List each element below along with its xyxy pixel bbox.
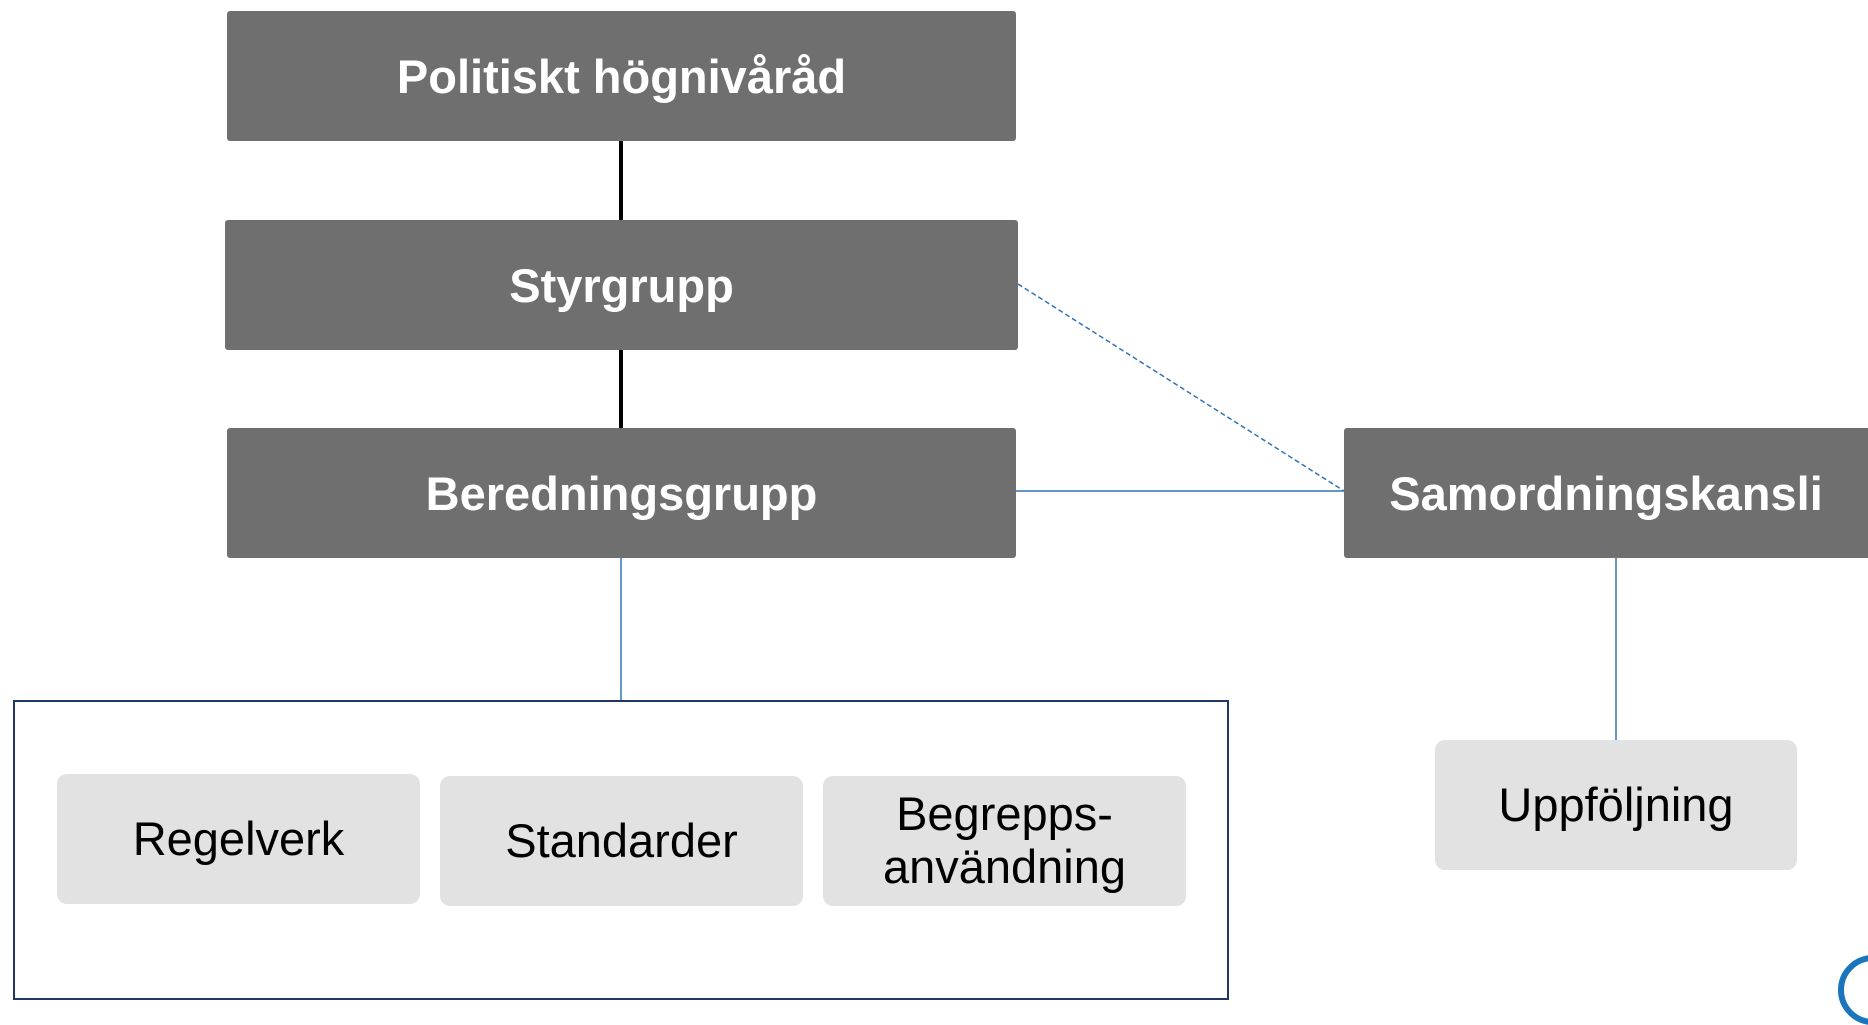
node-label: Regelverk [132, 811, 345, 865]
node-label: Styrgrupp [509, 258, 734, 312]
node-politiskt-hognivarad[interactable]: Politiskt högnivåråd [227, 11, 1016, 141]
connector-lines [619, 141, 1617, 740]
node-styrgrupp[interactable]: Styrgrupp [225, 220, 1018, 350]
node-label: Begrepps- användning [882, 787, 1127, 893]
node-standarder[interactable]: Standarder [440, 776, 803, 906]
node-begreppsanvandning[interactable]: Begrepps- användning [823, 776, 1186, 906]
node-label: Politiskt högnivåråd [396, 49, 847, 103]
node-label: Samordningskansli [1389, 466, 1823, 520]
node-uppfoljning[interactable]: Uppföljning [1435, 740, 1797, 870]
node-beredningsgrupp[interactable]: Beredningsgrupp [227, 428, 1016, 558]
node-label: Standarder [505, 813, 738, 867]
node-label: Beredningsgrupp [425, 466, 818, 520]
node-samordningskansli[interactable]: Samordningskansli [1344, 428, 1868, 558]
connector-styrgrupp-samordningskansli-dashed [1017, 283, 1345, 492]
node-regelverk[interactable]: Regelverk [57, 774, 420, 904]
node-label: Uppföljning [1498, 777, 1734, 831]
